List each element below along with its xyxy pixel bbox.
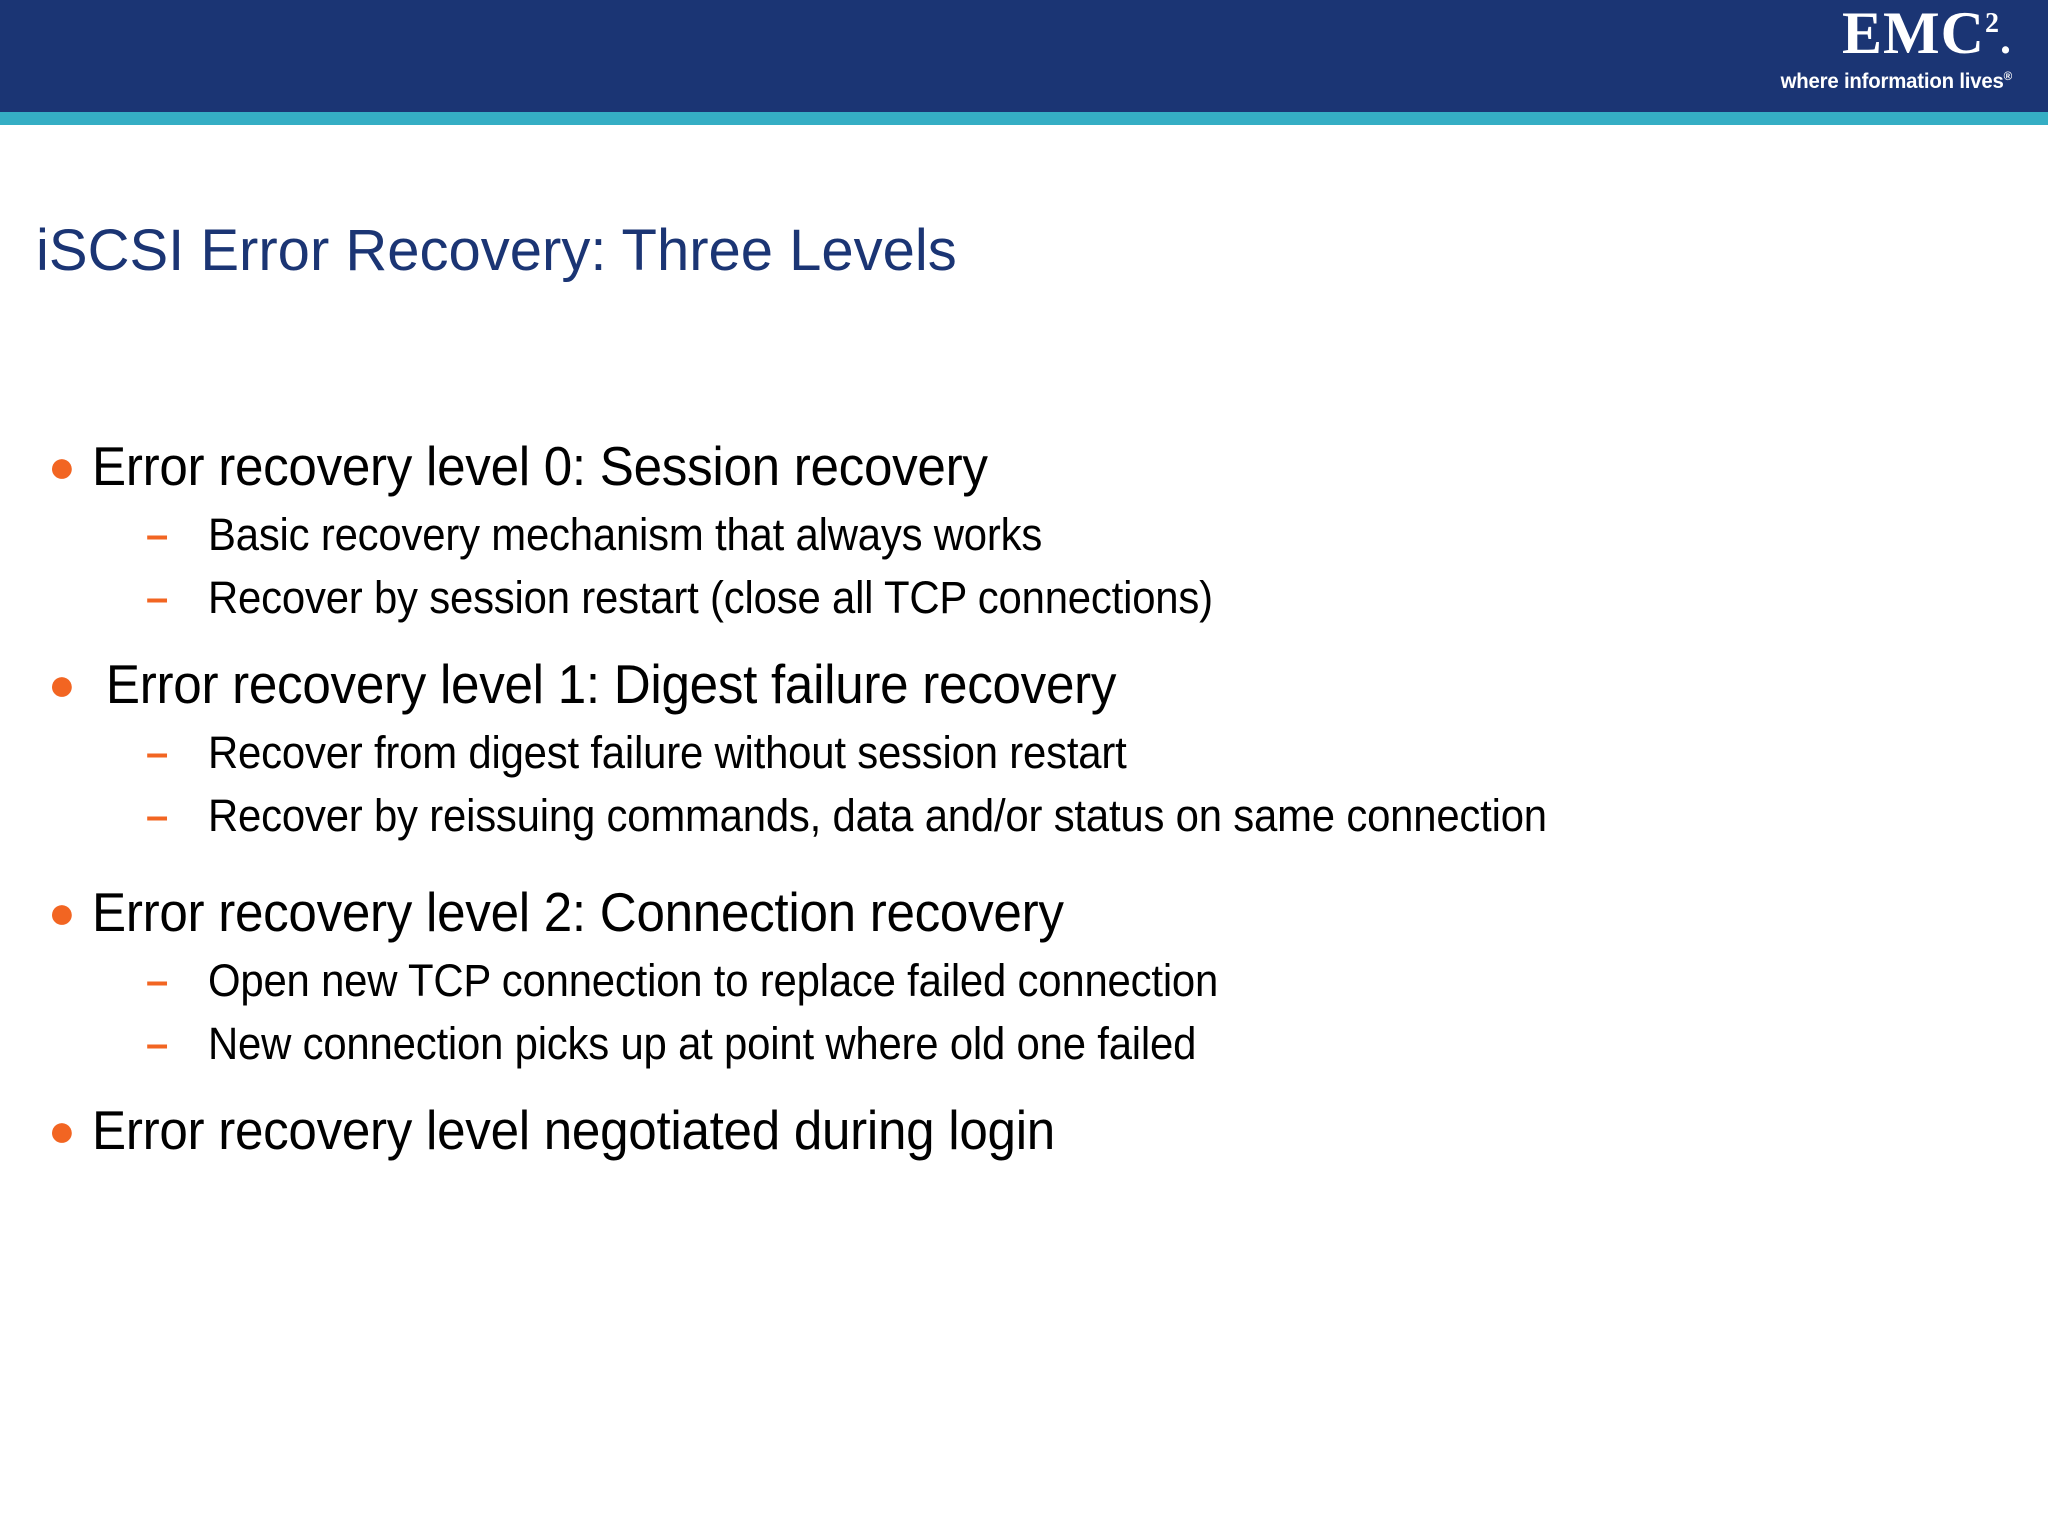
sub-bullet-item: – Recover by reissuing commands, data an… <box>20 785 1980 847</box>
emc-tagline-text: where information lives <box>1780 70 2004 93</box>
emc-superscript-2: 2 <box>1985 8 2000 39</box>
bullet-dot-icon: ● <box>48 886 76 938</box>
bullet-label: Error recovery level 1: Digest failure r… <box>92 653 1117 715</box>
emc-period: . <box>2000 14 2012 63</box>
page-title: iSCSI Error Recovery: Three Levels <box>36 218 957 283</box>
emc-wordmark: EMC2. <box>1714 3 2014 68</box>
bullet-item-level-1: ● Error recovery level 1: Digest failure… <box>20 648 1980 720</box>
sub-bullet-item: – Recover from digest failure without se… <box>20 722 1980 784</box>
bullet-item-level-2: ● Error recovery level 2: Connection rec… <box>20 876 1980 948</box>
sub-bullet-label: Recover by session restart (close all TC… <box>208 572 1213 623</box>
sub-dash-icon: – <box>146 731 169 775</box>
spacer <box>20 630 1980 648</box>
sub-bullet-item: – Basic recovery mechanism that always w… <box>20 504 1980 566</box>
sub-bullet-item: – New connection picks up at point where… <box>20 1013 1980 1075</box>
bullet-label: Error recovery level 0: Session recovery <box>92 435 988 497</box>
bullet-item-level-0: ● Error recovery level 0: Session recove… <box>20 430 1980 502</box>
emc-wordmark-text: EMC <box>1842 0 1985 66</box>
sub-dash-icon: – <box>146 513 169 557</box>
sub-bullet-label: Open new TCP connection to replace faile… <box>208 955 1219 1006</box>
registered-mark-icon: ® <box>2003 69 2013 83</box>
spacer <box>20 1076 1980 1094</box>
sub-bullet-label: Basic recovery mechanism that always wor… <box>208 509 1043 560</box>
bullet-list: ● Error recovery level 0: Session recove… <box>20 430 1980 1168</box>
emc-logo: EMC2. where information lives® <box>1714 3 2014 104</box>
sub-bullet-label: Recover by reissuing commands, data and/… <box>208 790 1547 841</box>
sub-bullet-item: – Recover by session restart (close all … <box>20 567 1980 629</box>
bullet-item-negotiated: ● Error recovery level negotiated during… <box>20 1094 1980 1166</box>
emc-tagline: where information lives® <box>1723 68 2014 94</box>
header-band <box>0 0 2048 112</box>
sub-dash-icon: – <box>146 959 169 1003</box>
bullet-label: Error recovery level 2: Connection recov… <box>92 881 1064 943</box>
sub-dash-icon: – <box>146 576 169 620</box>
bullet-label: Error recovery level negotiated during l… <box>92 1099 1055 1161</box>
sub-bullet-label: New connection picks up at point where o… <box>208 1018 1197 1069</box>
sub-dash-icon: – <box>146 1022 169 1066</box>
spacer <box>20 848 1980 876</box>
bullet-dot-icon: ● <box>48 658 76 710</box>
sub-bullet-label: Recover from digest failure without sess… <box>208 727 1127 778</box>
bullet-dot-icon: ● <box>48 1104 76 1156</box>
sub-bullet-item: – Open new TCP connection to replace fai… <box>20 950 1980 1012</box>
accent-strip <box>0 112 2048 125</box>
bullet-dot-icon: ● <box>48 440 76 492</box>
sub-dash-icon: – <box>146 794 169 838</box>
